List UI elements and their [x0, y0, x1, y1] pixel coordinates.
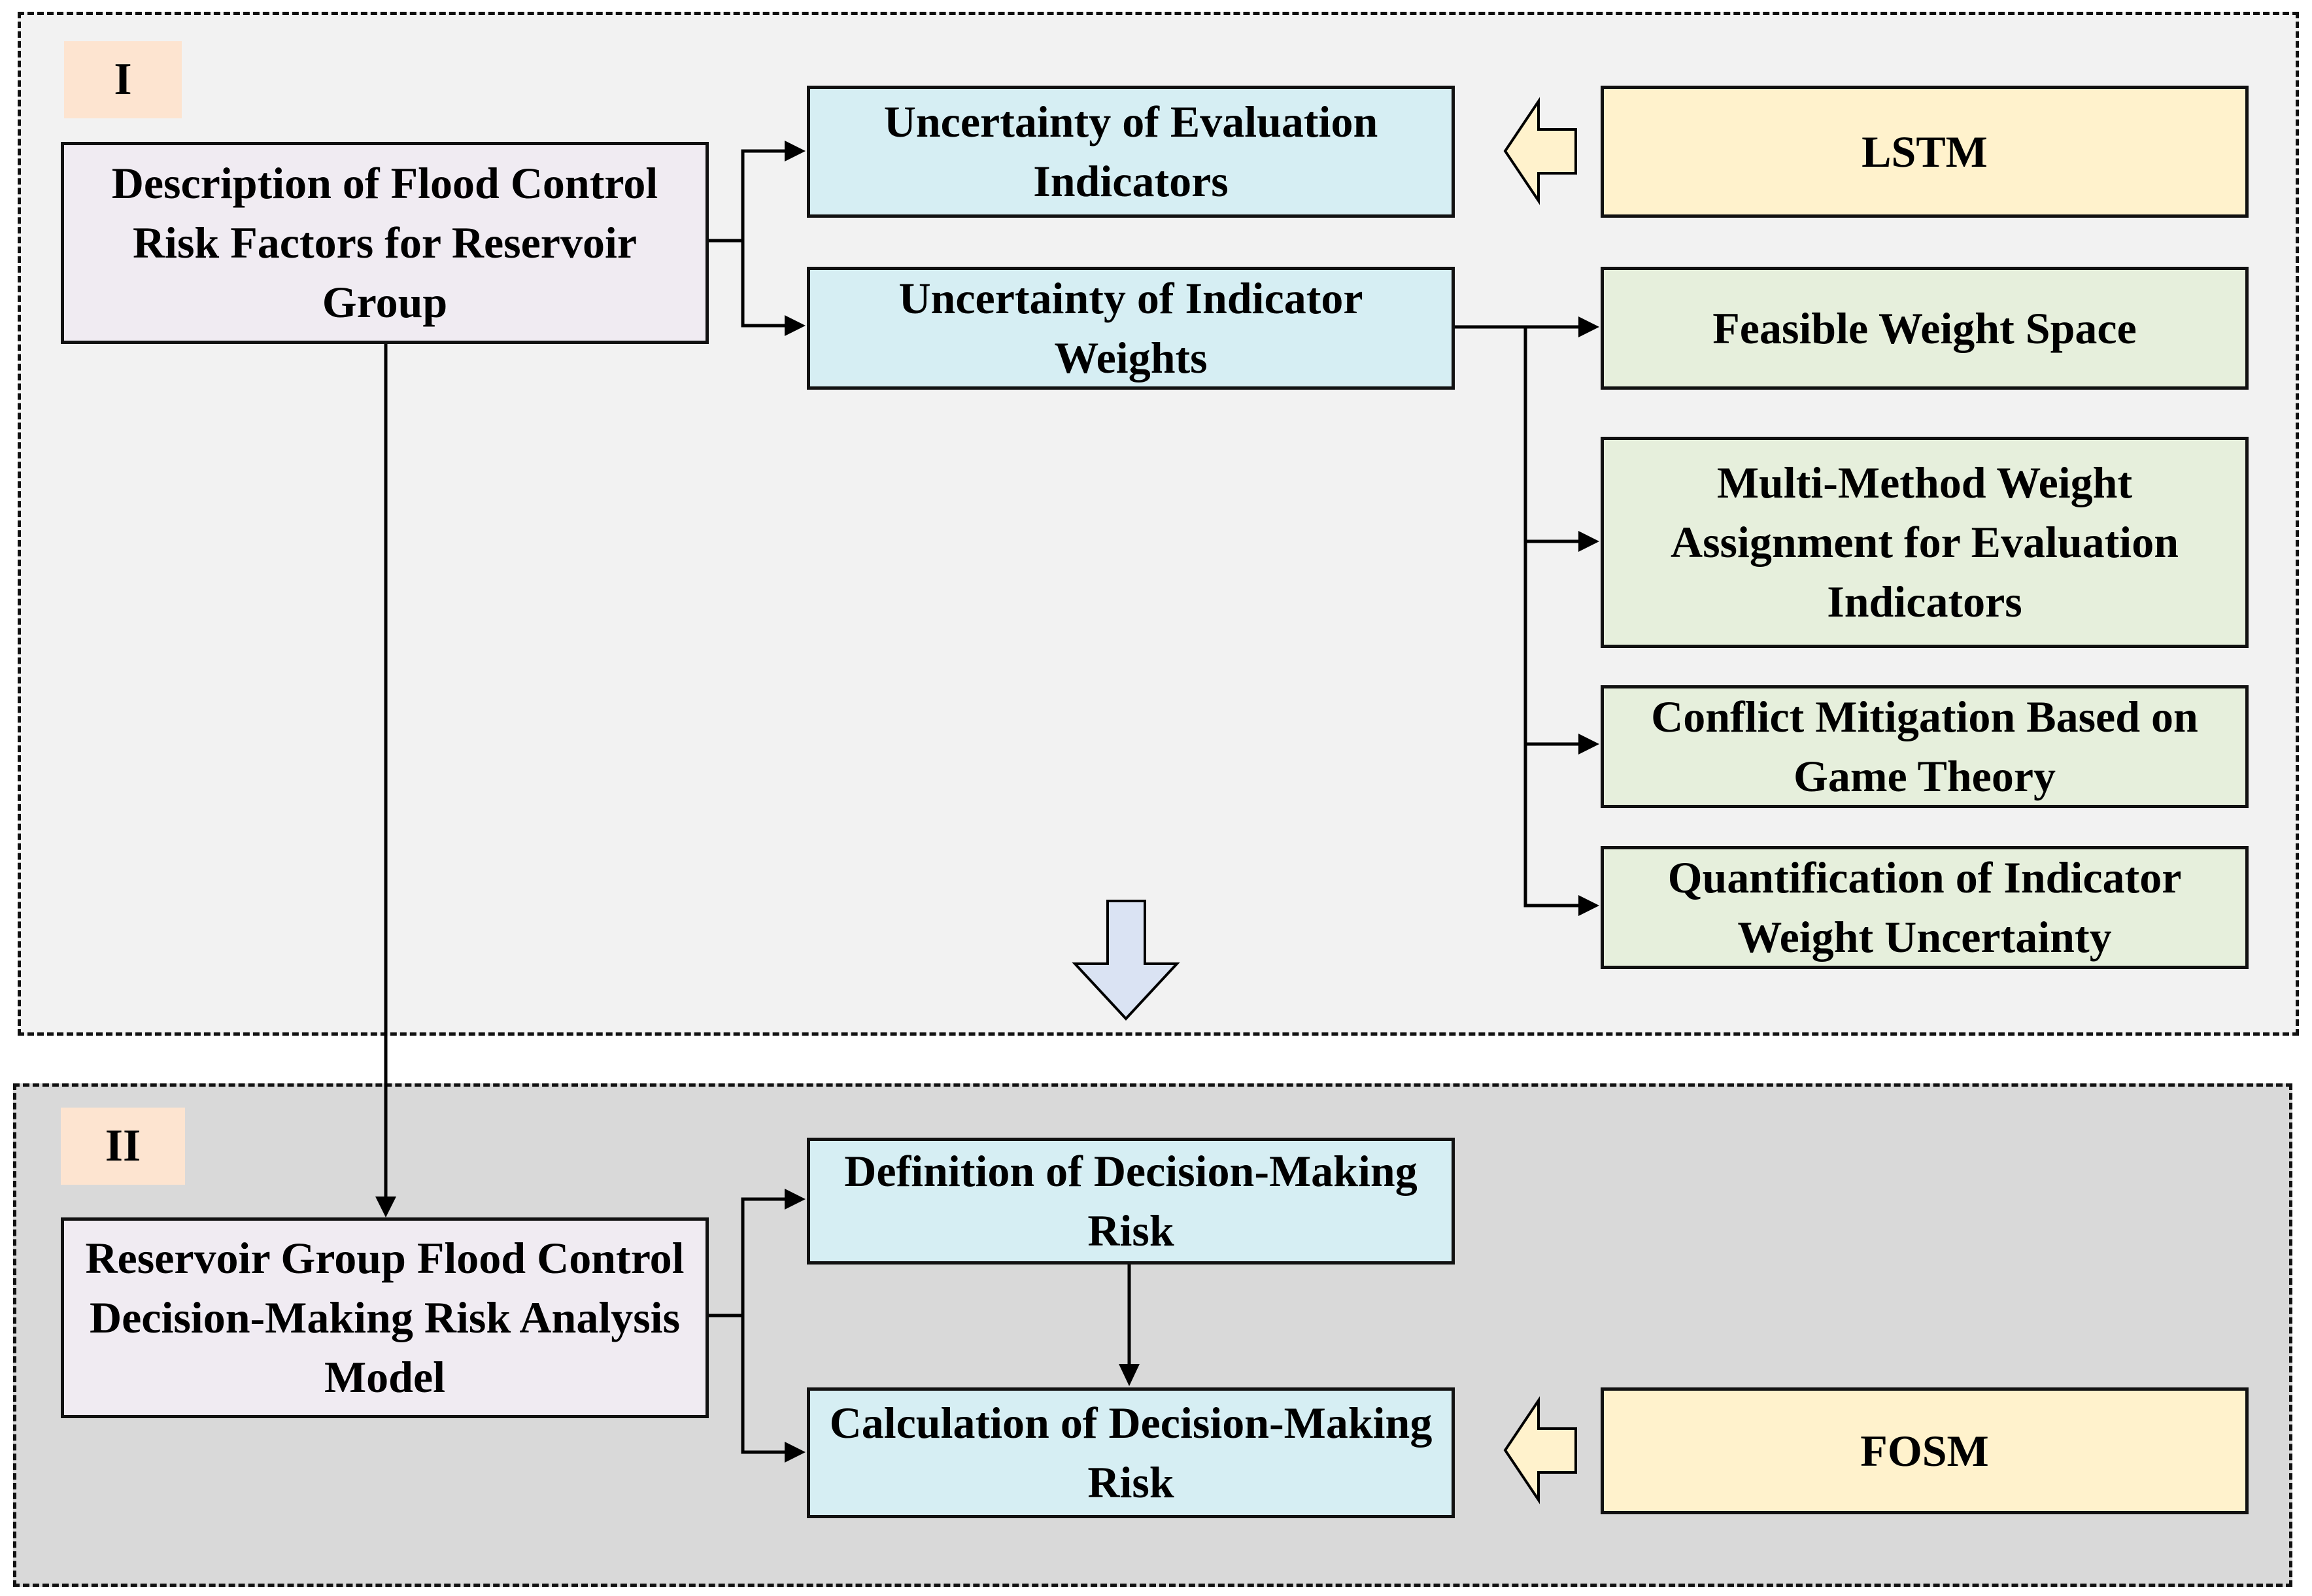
quantification-box: Quantification of Indicator Weight Uncer…: [1601, 846, 2249, 969]
risk-factors-box: Description of Flood Control Risk Factor…: [61, 142, 709, 344]
arrowhead-multi-method: [1578, 531, 1599, 552]
connector-to-risk-definition: [707, 1197, 789, 1317]
eval-uncertainty-box: Uncertainty of Evaluation Indicators: [807, 86, 1455, 218]
arrowhead-weight-uncertainty: [785, 315, 806, 336]
arrowhead-conflict-mitigation: [1578, 734, 1599, 755]
section-transition-arrow: [1072, 900, 1180, 1021]
section-two-label: II: [61, 1108, 185, 1185]
lstm-input-arrow: [1503, 97, 1577, 205]
conflict-mitigation-box: Conflict Mitigation Based on Game Theory: [1601, 685, 2249, 808]
connector-to-risk-calculation: [741, 1316, 789, 1454]
connector-to-eval-uncertainty: [707, 149, 789, 243]
multi-method-box: Multi-Method Weight Assignment for Evalu…: [1601, 437, 2249, 648]
fosm-box: FOSM: [1601, 1387, 2249, 1514]
connector-to-weight-uncertainty: [741, 241, 789, 328]
analysis-model-box: Reservoir Group Flood Control Decision-M…: [61, 1217, 709, 1418]
connector-trunk-to-quantification: [1523, 327, 1582, 908]
arrowhead-analysis-model: [375, 1197, 396, 1217]
arrowhead-risk-definition: [785, 1189, 806, 1210]
fosm-input-arrow: [1503, 1396, 1577, 1504]
risk-calculation-box: Calculation of Decision-Making Risk: [807, 1387, 1455, 1518]
section-one-label: I: [64, 41, 182, 118]
lstm-box: LSTM: [1601, 86, 2249, 218]
arrowhead-feasible-space: [1578, 316, 1599, 337]
arrowhead-risk-calculation-from-definition: [1119, 1364, 1140, 1386]
arrowhead-risk-calculation: [785, 1442, 806, 1463]
arrowhead-eval-uncertainty: [785, 141, 806, 161]
arrowhead-quantification: [1578, 895, 1599, 916]
feasible-space-box: Feasible Weight Space: [1601, 267, 2249, 390]
weight-uncertainty-box: Uncertainty of Indicator Weights: [807, 267, 1455, 390]
risk-definition-box: Definition of Decision-Making Risk: [807, 1138, 1455, 1265]
